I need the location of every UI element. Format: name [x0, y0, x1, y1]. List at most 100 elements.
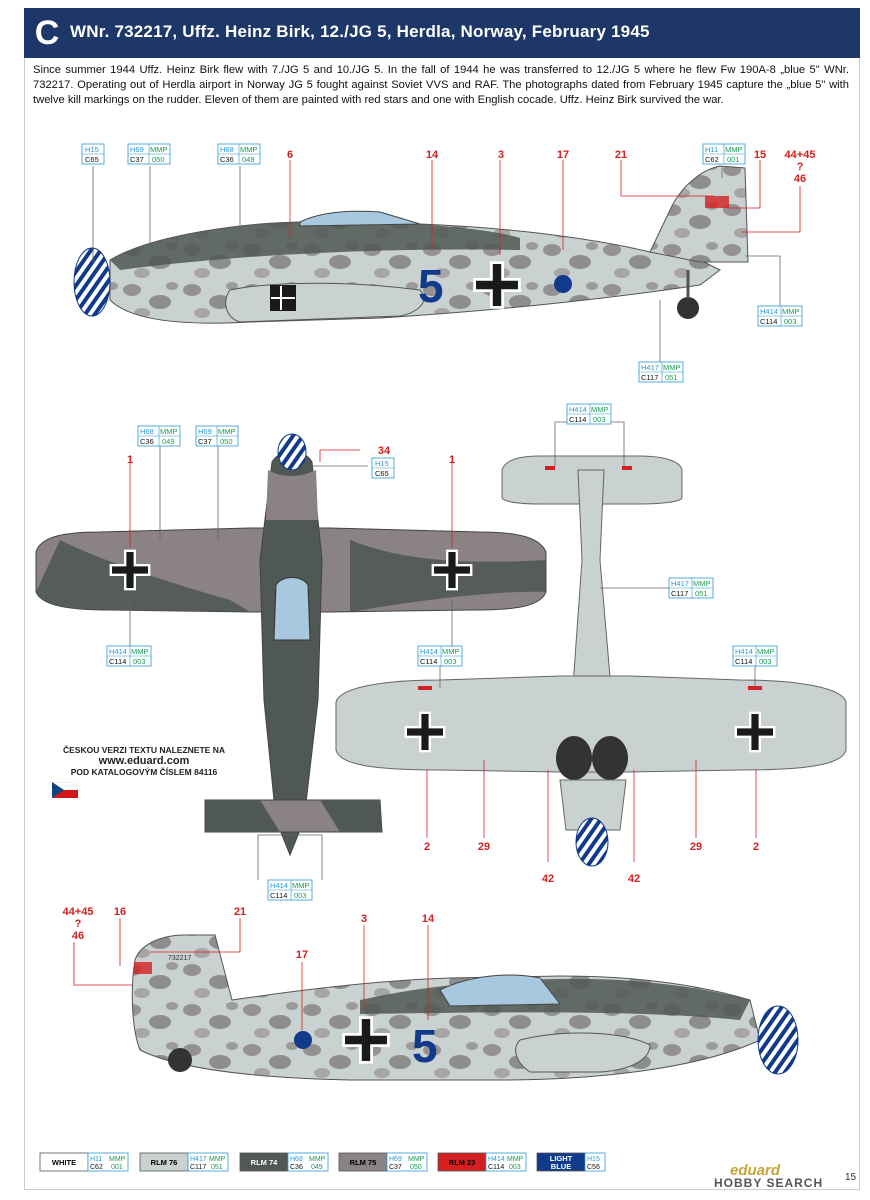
callout-6: 6	[287, 149, 293, 161]
svg-text:H68: H68	[220, 145, 234, 154]
callout-14: 14	[426, 149, 439, 161]
callout-numbers: 6 14 3 17 21 15 44+45 ? 46 1 1 34 2 29 4…	[63, 149, 816, 961]
code-box-h15-c65: H15 C65	[81, 143, 105, 165]
callout-17-b: 17	[296, 949, 308, 961]
code-box-h68: H68 MMP C36 049	[217, 143, 261, 165]
legend-mmp: MMP	[109, 1156, 126, 1163]
title-bar	[24, 8, 860, 58]
svg-text:C36: C36	[140, 437, 154, 446]
code-box-h414-a: H414 MMP C114 003	[757, 305, 803, 327]
callout-34: 34	[378, 445, 391, 457]
legend-mmp: MMP	[408, 1156, 425, 1163]
svg-text:C62: C62	[705, 155, 719, 164]
paint-code-boxes: H15 C65 H69 MMP C37 050 H68 MMP C36 049	[81, 143, 803, 901]
svg-text:H69: H69	[198, 427, 212, 436]
legend-mmp: MMP	[209, 1156, 226, 1163]
callout-3: 3	[498, 149, 504, 161]
scheme-letter-badge: C	[34, 14, 60, 52]
svg-text:C117: C117	[641, 373, 658, 382]
code-box-h414-d: H414 MMP C114 003	[566, 403, 612, 425]
legend-h-code: H417	[190, 1156, 207, 1163]
code-box-h417-a: H417 MMP C117 051	[638, 361, 684, 383]
svg-text:C65: C65	[85, 155, 99, 164]
svg-text:H15: H15	[85, 145, 99, 154]
callout-46: 46	[794, 173, 806, 185]
svg-text:C114: C114	[420, 657, 437, 666]
fuselage-number: 5	[418, 260, 444, 312]
page-title: WNr. 732217, Uffz. Heinz Birk, 12./JG 5,…	[70, 22, 650, 41]
legend-m-code: 050	[410, 1164, 422, 1171]
legend-h-code: H414	[488, 1156, 505, 1163]
code-box-h414-c: H414 MMP C114 003	[267, 879, 313, 901]
code-box-h414-e: H414 MMP C114 003	[417, 645, 463, 667]
svg-text:H414: H414	[109, 647, 127, 656]
legend-name: WHITE	[52, 1158, 76, 1167]
czech-flag-icon	[52, 782, 78, 798]
legend-mmp: MMP	[507, 1156, 524, 1163]
code-box-h69: H69 MMP C37 050	[127, 143, 171, 165]
callout-42-left: 42	[542, 873, 554, 885]
svg-text:C114: C114	[569, 415, 586, 424]
legend-h-code: H15	[587, 1156, 600, 1163]
code-box-h69-b: H69 MMP C37 050	[195, 425, 239, 447]
svg-text:003: 003	[593, 415, 606, 424]
right-side-profile: 5 732217	[131, 934, 799, 1081]
svg-text:H69: H69	[130, 145, 144, 154]
legend-c-code: C117	[190, 1164, 206, 1171]
svg-text:003: 003	[784, 317, 797, 326]
code-box-h417-b: H417 MMP C117 051	[668, 577, 714, 599]
svg-text:C117: C117	[671, 589, 688, 598]
eduard-logo: eduard	[730, 1162, 781, 1179]
svg-text:C114: C114	[735, 657, 752, 666]
legend-c-code: C37	[389, 1164, 402, 1171]
code-box-h68-b: H68 MMP C36 049	[137, 425, 181, 447]
svg-text:C37: C37	[198, 437, 212, 446]
svg-text:003: 003	[444, 657, 457, 666]
svg-text:MMP: MMP	[693, 579, 711, 588]
svg-text:049: 049	[242, 155, 255, 164]
callout-14-b: 14	[422, 913, 435, 925]
svg-text:C114: C114	[760, 317, 777, 326]
callout-46-b: 46	[72, 930, 84, 942]
czech-note-url[interactable]: www.eduard.com	[98, 755, 190, 767]
svg-text:MMP: MMP	[292, 881, 310, 890]
svg-text:MMP: MMP	[725, 145, 743, 154]
svg-text:003: 003	[294, 891, 307, 900]
svg-text:MMP: MMP	[150, 145, 168, 154]
svg-text:C114: C114	[270, 891, 287, 900]
svg-text:H414: H414	[270, 881, 288, 890]
red-leader-lines	[73, 160, 801, 1030]
svg-text:MMP: MMP	[131, 647, 149, 656]
callout-3-b: 3	[361, 913, 367, 925]
svg-text:H417: H417	[671, 579, 689, 588]
callout-1-left: 1	[127, 454, 133, 466]
fuselage-number-right: 5	[412, 1020, 438, 1072]
bottom-view	[335, 455, 847, 867]
svg-text:H414: H414	[760, 307, 778, 316]
svg-text:H417: H417	[641, 363, 659, 372]
callout-21-b: 21	[234, 906, 246, 918]
svg-text:MMP: MMP	[782, 307, 800, 316]
code-box-h15-b: H15 C65	[371, 457, 395, 479]
legend-name: RLM 75	[350, 1158, 377, 1167]
svg-text:MMP: MMP	[160, 427, 178, 436]
legend-name: RLM 76	[151, 1158, 178, 1167]
svg-text:051: 051	[695, 589, 708, 598]
callout-2-right: 2	[753, 841, 759, 853]
czech-note-line1: ČESKOU VERZI TEXTU NALEZNETE NA	[63, 745, 225, 755]
code-box-h414-b: H414 MMP C114 003	[106, 645, 152, 667]
callout-15: 15	[754, 149, 766, 161]
svg-text:003: 003	[759, 657, 772, 666]
svg-text:H68: H68	[140, 427, 154, 436]
svg-text:050: 050	[152, 155, 165, 164]
legend-m-code: 003	[509, 1164, 521, 1171]
werknummer-stencil: 732217	[168, 955, 191, 962]
grey-leader-lines	[92, 166, 781, 880]
